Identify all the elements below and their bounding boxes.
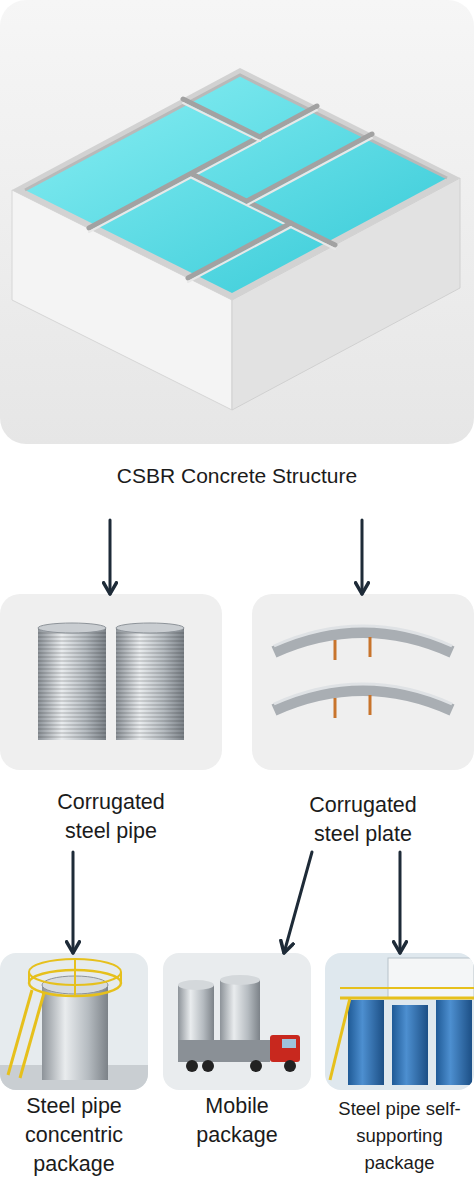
plate-bolt bbox=[369, 637, 372, 657]
image-panel bbox=[325, 953, 474, 1090]
image-panel bbox=[0, 953, 148, 1090]
flow-arrow bbox=[109, 520, 112, 594]
partition bbox=[188, 227, 291, 282]
poster bbox=[388, 958, 474, 998]
pipe-rim bbox=[38, 623, 106, 633]
blue-tank bbox=[348, 1000, 384, 1085]
plate-bolt bbox=[334, 698, 337, 718]
truck-cab bbox=[270, 1035, 300, 1062]
image-panel bbox=[0, 0, 474, 444]
pipe-rim bbox=[116, 623, 184, 633]
railing-post bbox=[120, 972, 122, 983]
partition bbox=[183, 99, 260, 137]
steel-pipe bbox=[116, 628, 184, 740]
wheel bbox=[250, 1060, 262, 1072]
image-panel bbox=[163, 953, 311, 1090]
steel-plate-edge bbox=[274, 684, 452, 704]
component-box: Corrugated steel pipe bbox=[0, 594, 222, 852]
flow-arrow bbox=[72, 852, 75, 953]
partition bbox=[183, 103, 260, 141]
truck-window bbox=[282, 1039, 296, 1048]
silo-top bbox=[220, 975, 260, 985]
platform-rail bbox=[340, 997, 474, 1000]
steel-plate-edge bbox=[274, 626, 452, 646]
stair bbox=[8, 990, 32, 1075]
wheel bbox=[202, 1060, 214, 1072]
partition bbox=[89, 106, 317, 228]
pipe-corrugation bbox=[38, 628, 106, 740]
node-label: CSBR Concrete Structure bbox=[0, 462, 474, 490]
node-label: Corrugated steel plate bbox=[288, 791, 438, 849]
package-box: Steel pipe concentric package bbox=[0, 953, 148, 1177]
stair bbox=[20, 993, 44, 1078]
image-panel bbox=[252, 594, 474, 770]
partition bbox=[247, 134, 372, 201]
image-panel bbox=[0, 594, 222, 770]
partition bbox=[188, 223, 291, 278]
railing-post bbox=[74, 959, 76, 996]
platform-rail bbox=[340, 987, 474, 989]
concentric-package-image bbox=[0, 953, 148, 1090]
plate-bolt bbox=[334, 640, 337, 660]
node-label: Steel pipe self-supporting package bbox=[325, 1095, 474, 1176]
trailer bbox=[178, 1040, 270, 1062]
partition-walls bbox=[89, 99, 372, 282]
silo-top bbox=[178, 980, 214, 990]
blue-tank bbox=[392, 1005, 428, 1085]
mobile-package-image bbox=[163, 953, 311, 1090]
steel-pipe bbox=[38, 628, 106, 740]
self-supporting-package-image bbox=[325, 953, 474, 1090]
partition bbox=[89, 110, 317, 232]
flow-arrow bbox=[284, 852, 312, 953]
wheel bbox=[186, 1060, 198, 1072]
package-box: Steel pipe self-supporting package bbox=[325, 953, 474, 1177]
stair bbox=[330, 998, 350, 1080]
partition bbox=[247, 138, 372, 205]
pipe-corrugation bbox=[116, 628, 184, 740]
component-box: Corrugated steel plate bbox=[252, 594, 474, 852]
wheel bbox=[284, 1060, 296, 1072]
wall-rim bbox=[12, 68, 460, 300]
blue-tank bbox=[436, 1000, 472, 1085]
node-label: Corrugated steel pipe bbox=[36, 788, 186, 846]
steel-tank bbox=[42, 985, 108, 1080]
node-label: Mobile package bbox=[177, 1092, 297, 1150]
plate-bolt bbox=[369, 695, 372, 715]
flow-arrow bbox=[361, 520, 364, 594]
structure-box: CSBR Concrete Structure bbox=[0, 0, 474, 520]
node-label: Steel pipe concentric package bbox=[4, 1092, 144, 1177]
inner-wall bbox=[25, 75, 447, 190]
railing-post bbox=[28, 972, 30, 983]
flow-arrow bbox=[399, 852, 402, 953]
package-box: Mobile package bbox=[163, 953, 311, 1177]
partition bbox=[192, 174, 335, 245]
water-surface bbox=[25, 75, 447, 293]
